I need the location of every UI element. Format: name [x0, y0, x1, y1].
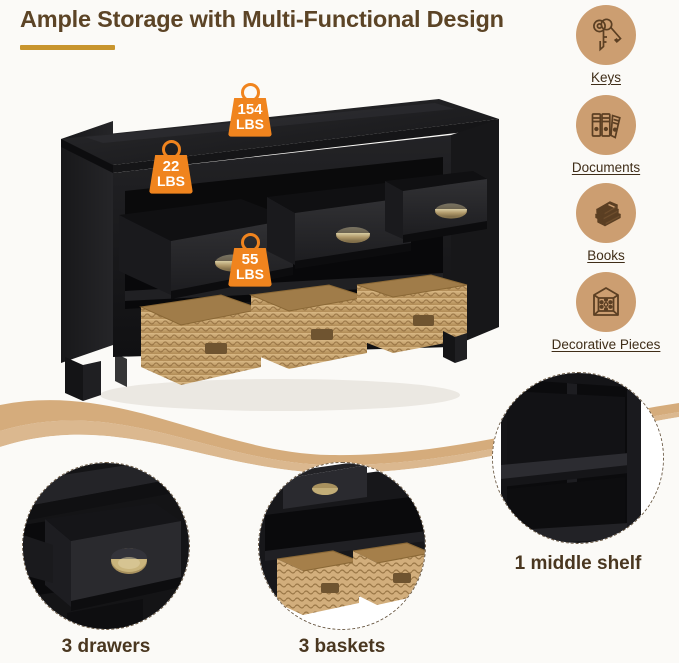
- weight-value: 22: [162, 158, 180, 175]
- weight-badge-body: 154 LBS: [228, 98, 272, 137]
- weight-badge-body: 22 LBS: [149, 155, 193, 194]
- keys-icon-circle: [576, 5, 636, 65]
- product-hero-image: [55, 95, 505, 425]
- callout-middle-shelf: 1 middle shelf: [492, 372, 664, 575]
- title-accent-rule: [20, 45, 115, 50]
- storage-item-label: Decorative Pieces: [551, 337, 661, 352]
- weight-value: 154: [237, 101, 263, 118]
- callout-baskets-image: [258, 462, 426, 630]
- weight-unit: LBS: [236, 116, 264, 133]
- callout-middle-shelf-label: 1 middle shelf: [514, 553, 642, 574]
- books-stack-icon-circle: [576, 183, 636, 243]
- storage-item-label: Books: [587, 248, 625, 263]
- storage-item-keys: Keys: [533, 5, 679, 85]
- weight-unit: LBS: [236, 266, 264, 283]
- weight-badge-154: 154 LBS: [226, 83, 274, 137]
- weight-handle-icon: [240, 233, 260, 252]
- weight-value: 55: [241, 251, 259, 268]
- storage-item-documents: Documents: [533, 95, 679, 175]
- callout-baskets: 3 baskets: [258, 462, 426, 658]
- callout-baskets-label: 3 baskets: [298, 636, 386, 657]
- storage-item-books: Books: [533, 183, 679, 263]
- weight-badge-55: 55 LBS: [226, 233, 274, 287]
- callout-drawers-image: [22, 462, 190, 630]
- weight-badge-body: 55 LBS: [228, 248, 272, 287]
- books-stack-icon: [595, 201, 621, 227]
- callout-middle-shelf-image: [492, 372, 664, 544]
- weight-unit: LBS: [157, 173, 185, 190]
- keys-icon: [593, 18, 622, 52]
- weight-badge-22: 22 LBS: [147, 140, 195, 194]
- storage-item-decorative-pieces: Decorative Pieces: [533, 272, 679, 352]
- binders-icon: [591, 113, 621, 139]
- storage-item-label: Documents: [571, 160, 641, 175]
- callout-drawers: 3 drawers: [22, 462, 190, 658]
- weight-handle-icon: [161, 140, 181, 159]
- picture-frame-icon-circle: [576, 272, 636, 332]
- callout-drawers-label: 3 drawers: [61, 636, 151, 657]
- storage-suggestions-rail: Keys Documents: [533, 0, 679, 360]
- page-title: Ample Storage with Multi-Functional Desi…: [20, 6, 504, 32]
- binders-icon-circle: [576, 95, 636, 155]
- storage-item-label: Keys: [590, 70, 621, 85]
- weight-handle-icon: [240, 83, 260, 102]
- picture-frame-icon: [593, 287, 619, 316]
